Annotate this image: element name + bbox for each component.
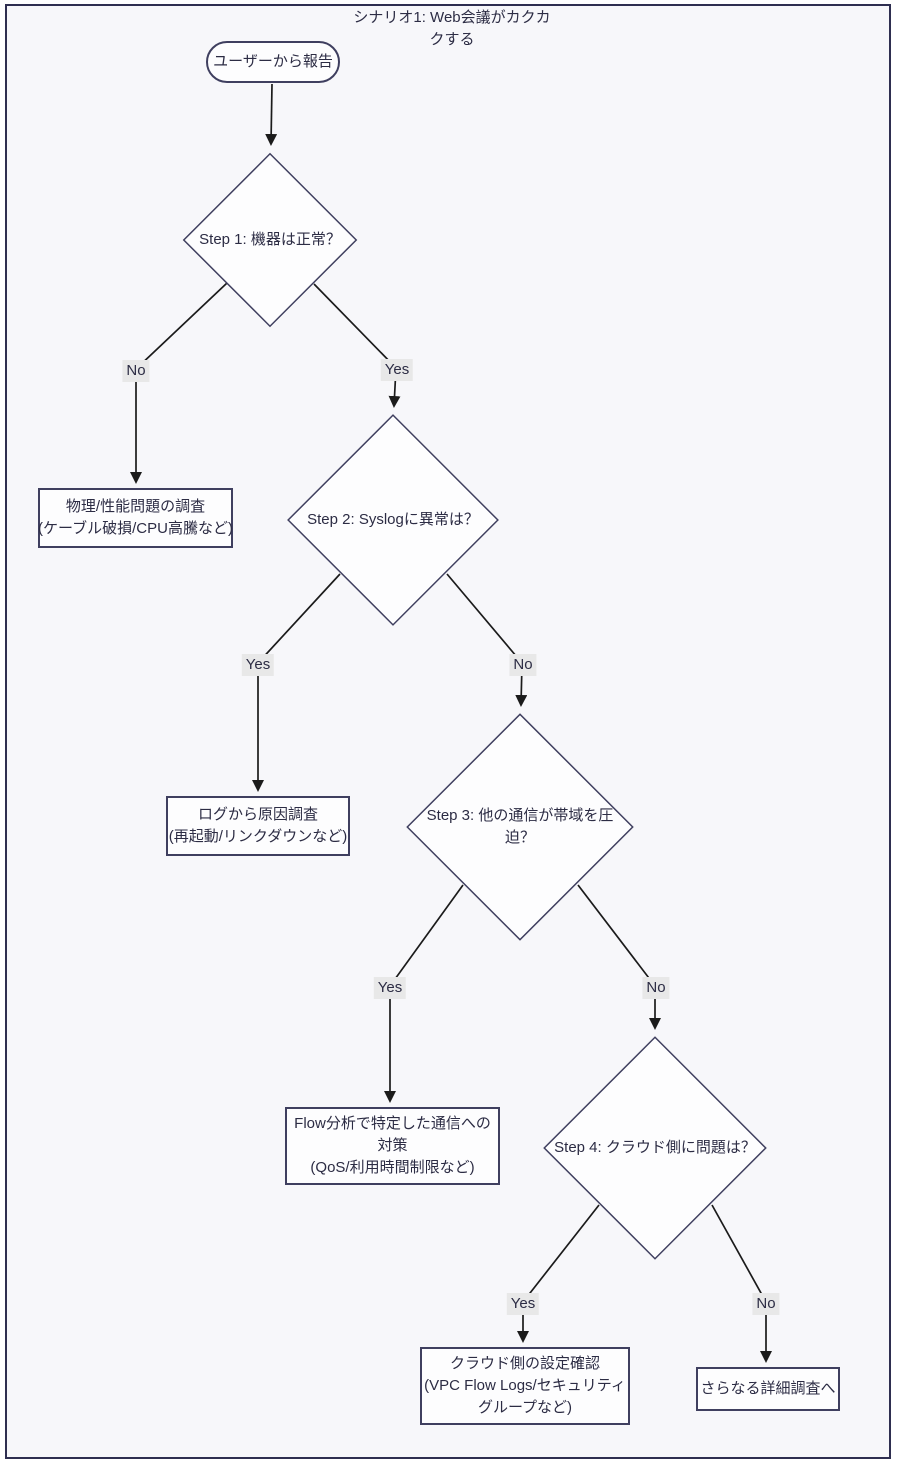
- node-label-line: クラウド側の設定確認: [449, 1355, 600, 1372]
- node-decision-step4: Step 4: クラウド側に問題は？: [542, 1035, 768, 1261]
- diamond-shape: [542, 1035, 768, 1261]
- diagram-title-line1: シナリオ1: Web会議がカクカ: [353, 9, 551, 26]
- node-decision-step1-label: Step 1: 機器は正常？: [199, 231, 341, 248]
- node-label-line: 物理/性能問題の調査: [65, 498, 206, 515]
- node-start: ユーザーから報告: [206, 41, 340, 83]
- node-physical-investigation: 物理/性能問題の調査 (ケーブル破損/CPU高騰など): [38, 488, 233, 548]
- edge-start-step1: [265, 83, 278, 146]
- node-label-line: Step 3: 他の通信が帯域を圧: [426, 807, 614, 824]
- node-label-line: 対策: [377, 1137, 408, 1154]
- diamond-shape: [286, 413, 500, 627]
- node-label-line: (QoS/利用時間制限など): [310, 1159, 475, 1176]
- node-decision-step2: Step 2: Syslogに異常は？: [286, 413, 500, 627]
- node-label-line: ログから原因調査: [197, 806, 318, 823]
- diamond-shape: [182, 152, 358, 328]
- node-label-line: (ケーブル破損/CPU高騰など): [38, 520, 233, 537]
- node-decision-step2-label: Step 2: Syslogに異常は？: [307, 511, 479, 528]
- edge-label-step3-yes: Yes: [373, 977, 407, 999]
- edge-label-step2-no: No: [509, 654, 537, 676]
- node-label-line: 迫？: [504, 829, 536, 846]
- node-start-label: ユーザーから報告: [213, 53, 333, 70]
- node-label-line: (VPC Flow Logs/セキュリティ: [424, 1377, 626, 1394]
- node-flow-analysis: Flow分析で特定した通信への 対策 (QoS/利用時間制限など): [285, 1107, 500, 1185]
- diagram-title-line2: クする: [429, 31, 475, 48]
- node-decision-step1: Step 1: 機器は正常？: [182, 152, 358, 328]
- diagram-frame: [5, 4, 891, 1459]
- node-decision-step3: Step 3: 他の通信が帯域を圧 迫？: [405, 712, 635, 942]
- edge-label-step2-yes: Yes: [241, 654, 275, 676]
- edge-label-step3-no: No: [642, 977, 670, 999]
- node-label-line: さらなる詳細調査へ: [700, 1380, 836, 1397]
- node-label-line: グループなど): [477, 1399, 573, 1416]
- node-label-line: Flow分析で特定した通信への: [294, 1115, 491, 1132]
- edge-label-step4-yes: Yes: [506, 1293, 540, 1315]
- diagram-title: シナリオ1: Web会議がカクカ クする: [353, 7, 550, 51]
- node-further-investigation: さらなる詳細調査へ: [696, 1367, 840, 1411]
- edge-label-step1-yes: Yes: [380, 359, 414, 381]
- node-decision-step4-label: Step 4: クラウド側に問題は？: [554, 1139, 756, 1156]
- node-cloud-settings: クラウド側の設定確認 (VPC Flow Logs/セキュリティ グループなど): [420, 1347, 630, 1425]
- node-log-investigation: ログから原因調査 (再起動/リンクダウンなど): [166, 796, 350, 856]
- node-decision-step3-label: Step 3: 他の通信が帯域を圧 迫？: [427, 805, 614, 849]
- edge-label-step1-no: No: [122, 360, 150, 382]
- edge-label-step4-no: No: [752, 1293, 780, 1315]
- diamond-shape: [405, 712, 635, 942]
- node-label-line: (再起動/リンクダウンなど): [168, 828, 348, 845]
